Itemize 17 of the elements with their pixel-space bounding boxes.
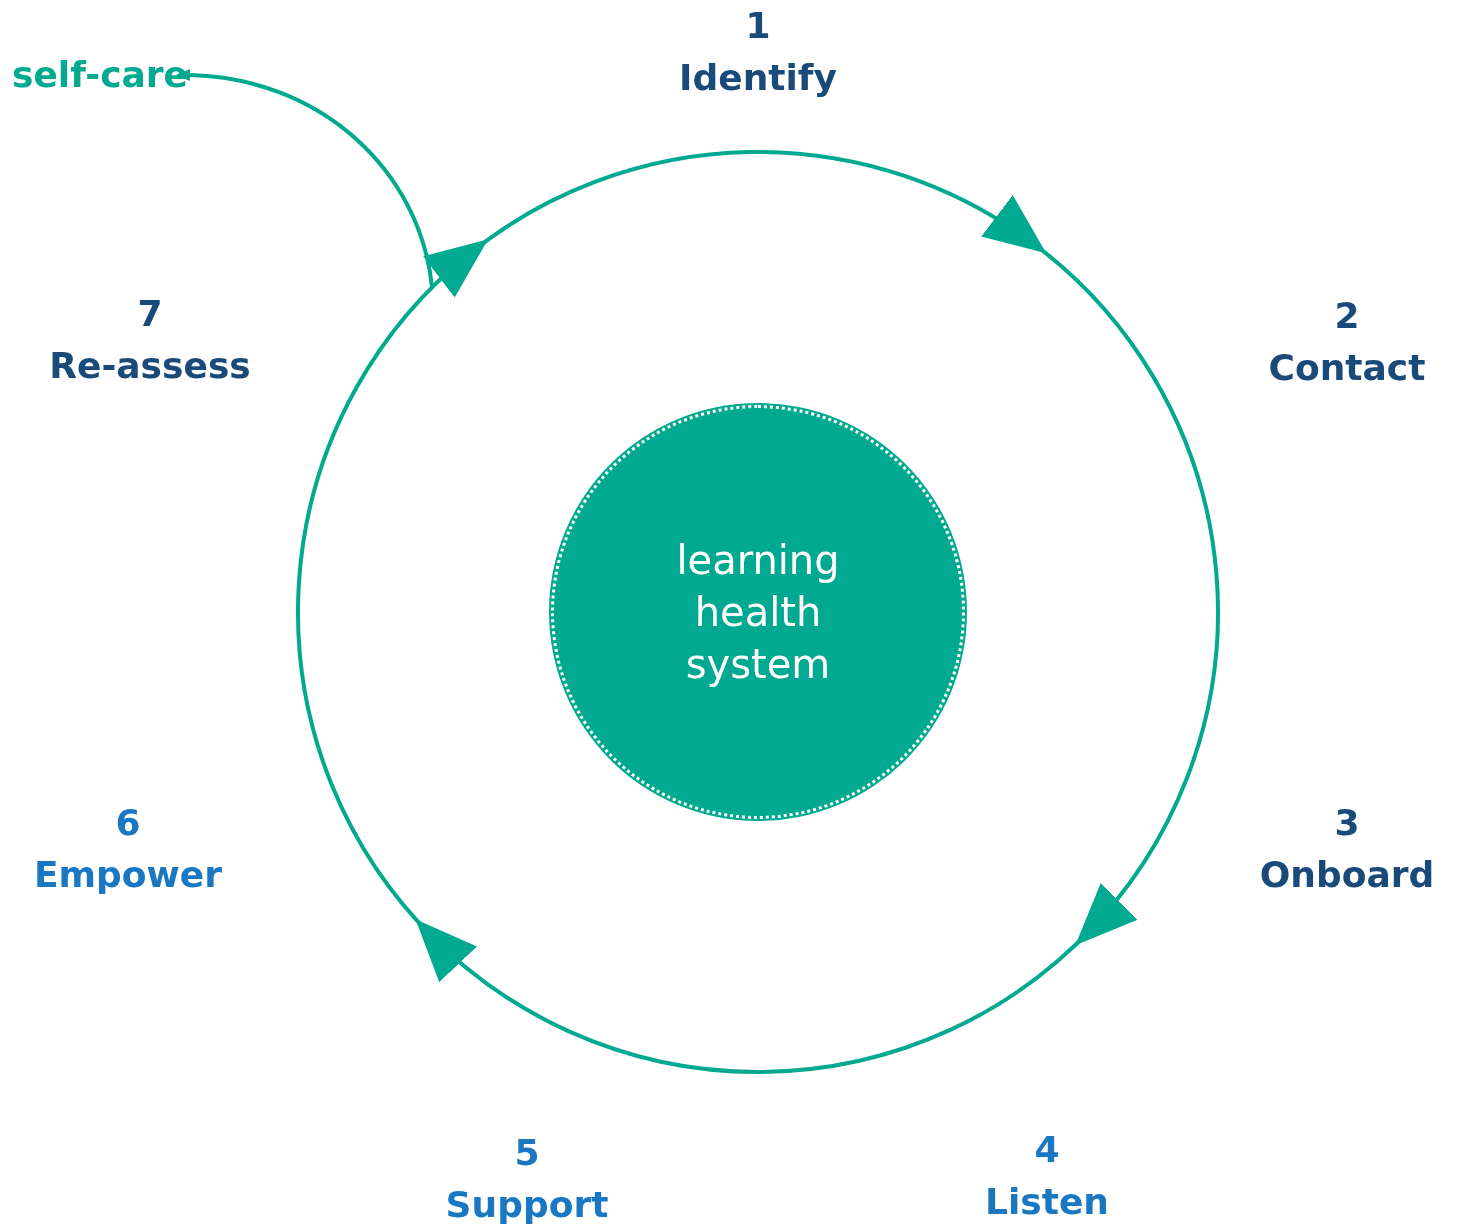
step-label: Empower <box>34 853 222 897</box>
step-label: Listen <box>985 1180 1109 1224</box>
step-label: Identify <box>679 56 837 100</box>
outcome-label: self-care <box>12 51 188 99</box>
step-number: 4 <box>1034 1128 1060 1172</box>
step-number: 1 <box>745 4 771 48</box>
step-number: 3 <box>1334 801 1360 845</box>
step-label: Onboard <box>1259 853 1435 897</box>
step-number: 5 <box>514 1131 540 1175</box>
step-number: 2 <box>1334 294 1360 338</box>
step-number: 7 <box>137 292 163 336</box>
step-label: Re-assess <box>49 344 251 388</box>
step-number: 6 <box>115 801 141 845</box>
step-label: Contact <box>1268 346 1426 390</box>
step-label: Support <box>445 1183 609 1227</box>
hub-label: learning health system <box>675 536 841 689</box>
arrow <box>176 69 434 288</box>
